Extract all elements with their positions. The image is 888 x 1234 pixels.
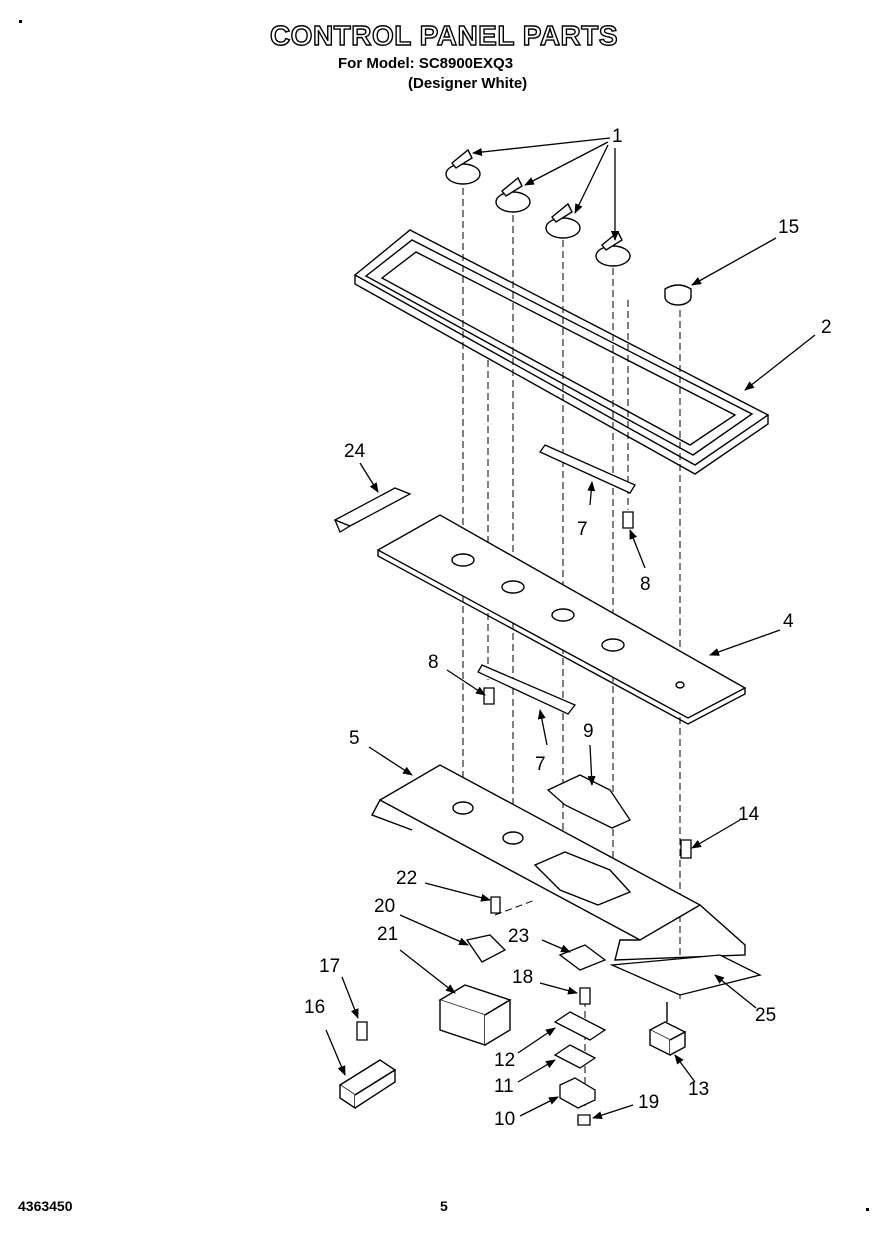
callout-8b: 8 xyxy=(428,652,439,673)
bezel-frame-part-2 xyxy=(353,229,770,475)
callout-17: 17 xyxy=(319,956,340,977)
finish-line: (Designer White) xyxy=(408,75,528,92)
callout-23: 23 xyxy=(508,926,529,947)
nut-part-19 xyxy=(577,1114,591,1126)
screw-part-22 xyxy=(490,896,501,914)
screw-part-8-lower xyxy=(483,687,495,705)
callout-labels: 1 15 2 24 7 8 4 8 9 5 7 14 22 20 21 23 1… xyxy=(304,126,832,1130)
cap-part-15 xyxy=(664,284,692,306)
strip-part-24 xyxy=(333,487,412,533)
tag-part-23 xyxy=(558,944,607,971)
bracket-part-12 xyxy=(553,1011,607,1041)
callout-2: 2 xyxy=(821,317,832,338)
callout-21: 21 xyxy=(377,924,398,945)
callout-10: 10 xyxy=(494,1109,515,1130)
callout-8a: 8 xyxy=(640,574,651,595)
callout-9: 9 xyxy=(583,721,594,742)
callout-14: 14 xyxy=(738,804,760,825)
plate-part-11 xyxy=(553,1044,597,1069)
callout-7b: 7 xyxy=(535,754,546,775)
bracket-part-7-lower xyxy=(477,664,577,715)
switch-part-10 xyxy=(559,1077,596,1109)
callout-7a: 7 xyxy=(577,519,588,540)
model-line: For Model: SC8900EXQ3 xyxy=(338,55,514,72)
callout-18: 18 xyxy=(512,967,533,988)
callout-5: 5 xyxy=(349,728,360,749)
knob-part-1 xyxy=(445,148,631,267)
box-part-21 xyxy=(438,984,512,1046)
panel-plate-part-4 xyxy=(376,514,747,725)
terminal-block-part-16 xyxy=(338,1059,397,1110)
callout-15: 15 xyxy=(778,217,799,238)
callout-12: 12 xyxy=(494,1050,515,1071)
leader-lines xyxy=(325,137,816,1120)
screw-part-17 xyxy=(356,1021,368,1041)
screw-part-8-upper xyxy=(622,511,634,529)
callout-16: 16 xyxy=(304,997,325,1018)
screw-part-14 xyxy=(680,839,692,859)
callout-22: 22 xyxy=(396,868,417,889)
callout-24: 24 xyxy=(344,441,366,462)
corner-mark xyxy=(19,20,22,23)
page-title: CONTROL PANEL PARTS xyxy=(269,19,619,51)
screw-part-18 xyxy=(579,987,591,1005)
bracket-plate-part-9 xyxy=(546,774,631,829)
callout-19: 19 xyxy=(638,1092,659,1113)
document-number: 4363450 xyxy=(18,1198,73,1214)
callout-4: 4 xyxy=(783,611,794,632)
callout-11: 11 xyxy=(494,1076,514,1097)
page-number: 5 xyxy=(440,1198,448,1214)
corner-mark xyxy=(866,1208,869,1211)
callout-1: 1 xyxy=(612,126,623,147)
callout-20: 20 xyxy=(374,896,395,917)
knob-part-20 xyxy=(465,934,507,963)
housing-part-5 xyxy=(371,764,746,961)
callout-25: 25 xyxy=(755,1005,776,1026)
callout-13: 13 xyxy=(688,1079,709,1100)
switch-part-13 xyxy=(648,1002,687,1057)
bracket-part-25 xyxy=(609,954,762,996)
bracket-part-7-upper xyxy=(539,444,636,494)
